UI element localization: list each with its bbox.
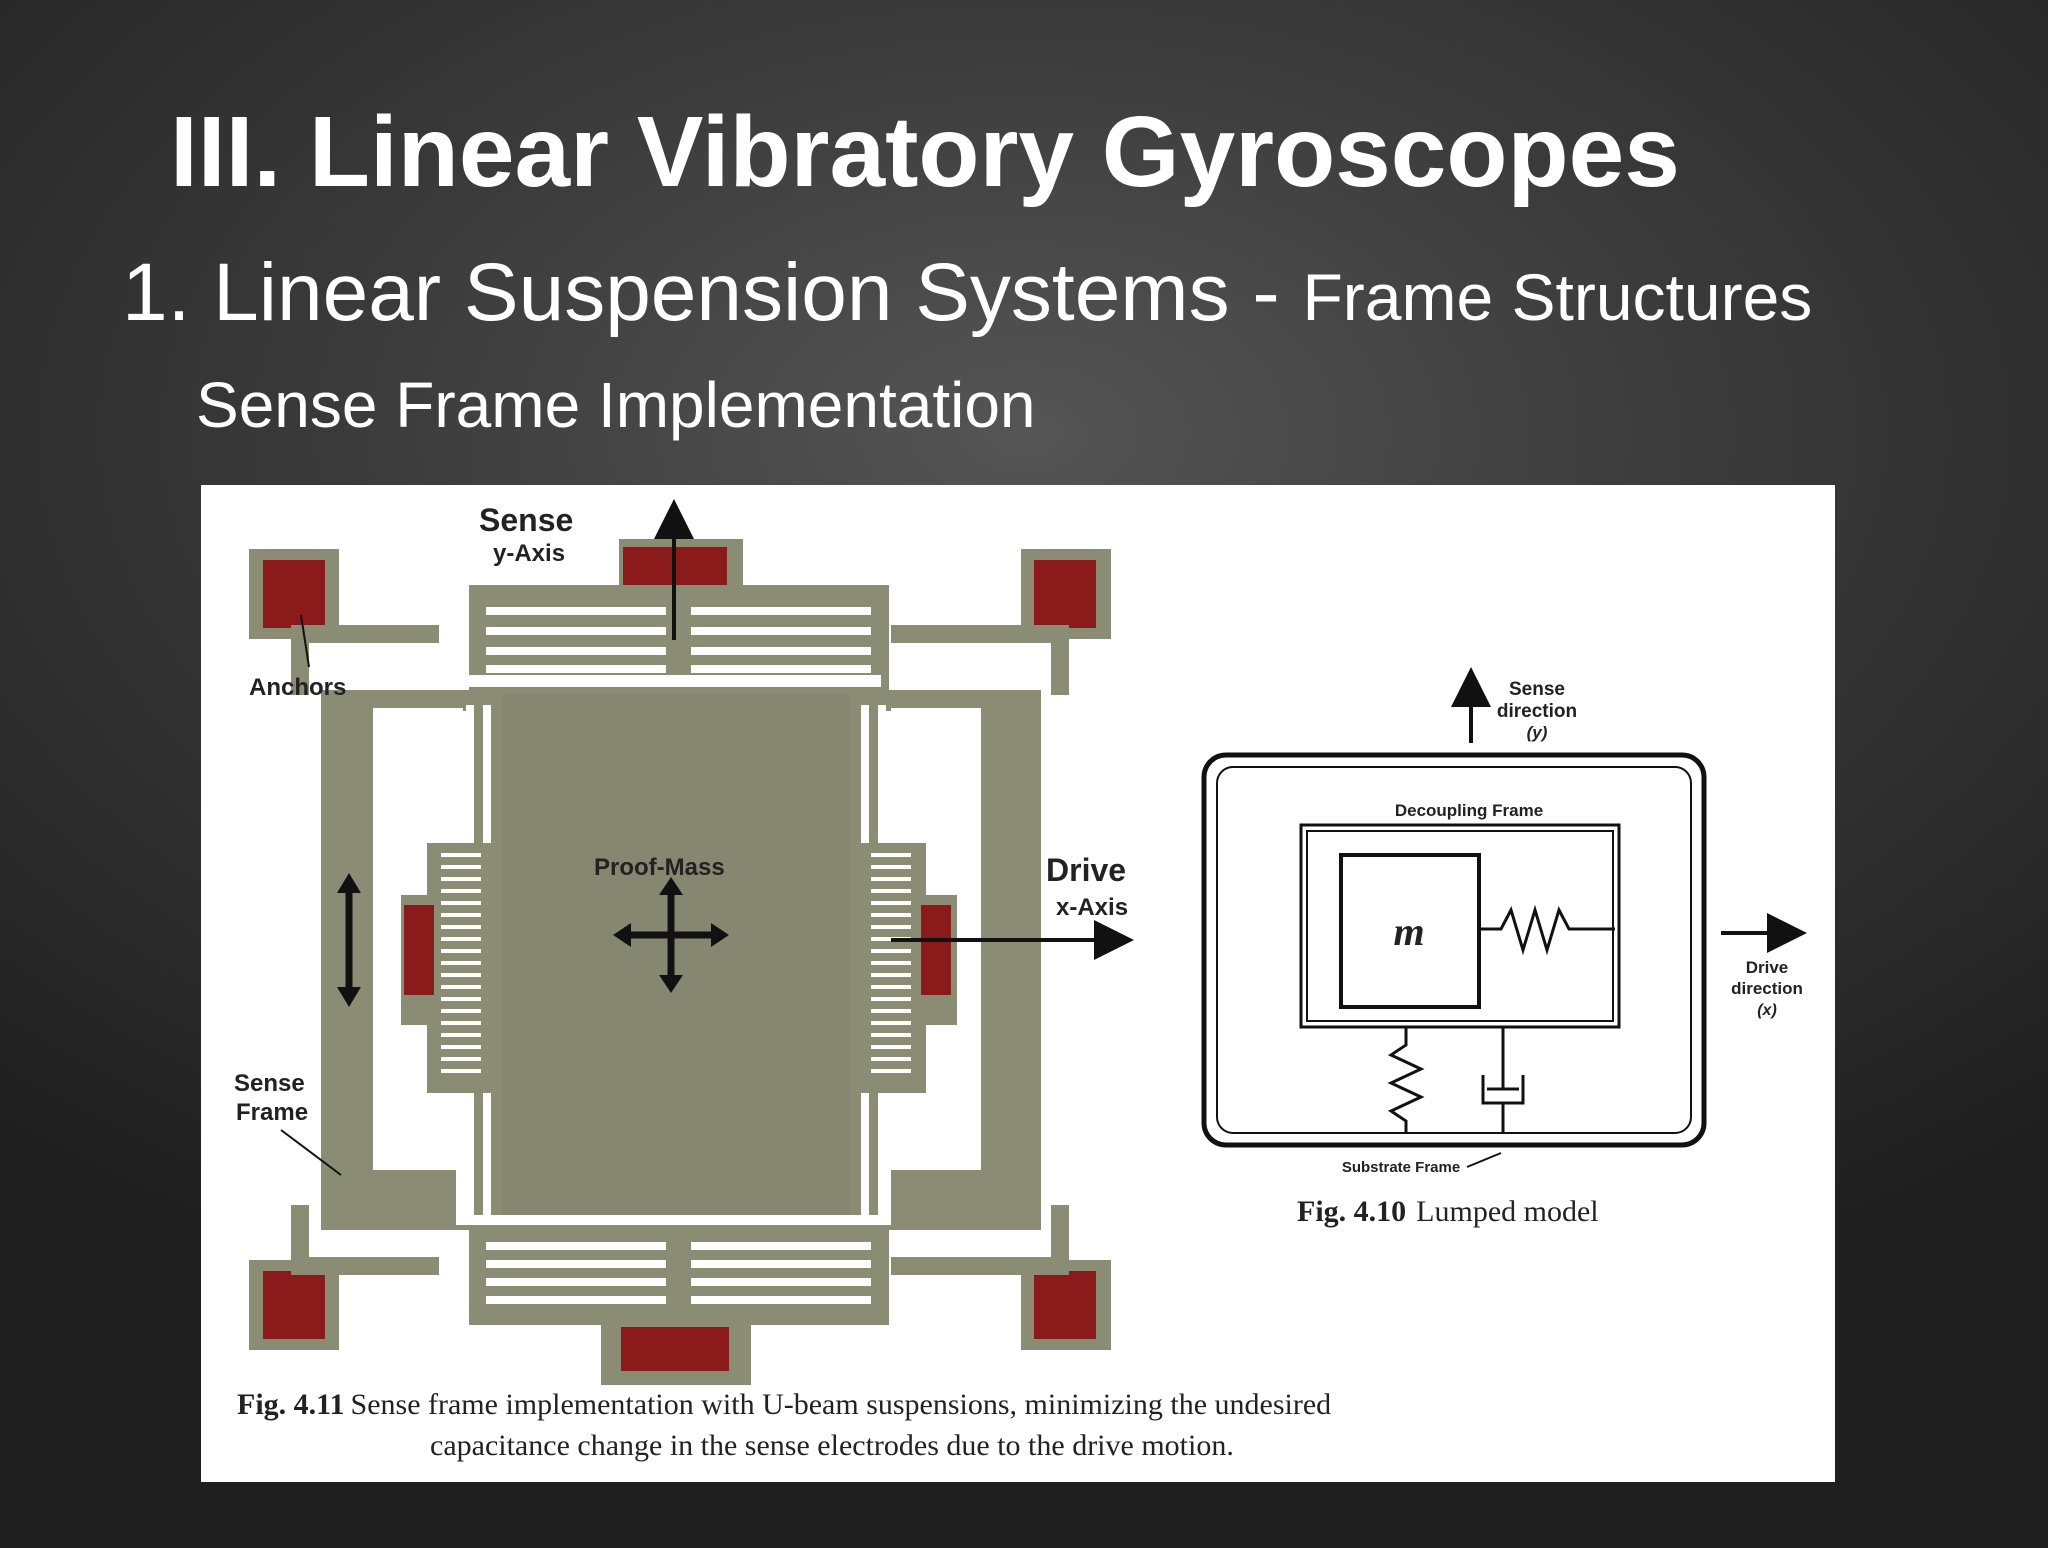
lumped-model-diagram: Sense direction (y) Decoupling Frame Dri… — [1201, 667, 1807, 1176]
anchor-top-right — [1021, 549, 1111, 639]
lumped-caption-number: Fig. 4.10 — [1297, 1195, 1407, 1228]
figure-panel: Sense y-Axis Anchors Proof-Mass Drive x-… — [201, 485, 1835, 1482]
sense-frame-caption-line1: Sense frame implementation with U-beam s… — [350, 1388, 1332, 1421]
anchors-leader — [300, 614, 310, 668]
corner-beams — [291, 625, 1069, 1275]
subtitle-main: 1. Linear Suspension Systems - — [122, 247, 1303, 338]
anchor-top-left — [249, 549, 339, 639]
top-sense-suspension — [469, 539, 889, 690]
label-drive: Drive — [1046, 852, 1126, 888]
figure-diagrams: Sense y-Axis Anchors Proof-Mass Drive x-… — [234, 499, 1807, 1385]
label-proof-mass: Proof-Mass — [594, 854, 725, 881]
label-sense-direction-1: Sense — [1509, 679, 1565, 700]
slide-subtitle: 1. Linear Suspension Systems - Frame Str… — [122, 247, 1813, 338]
label-sense-direction-3: (y) — [1527, 723, 1548, 742]
sense-frame-motion-arrow — [337, 873, 361, 1007]
sense-frame-caption-line2: capacitance change in the sense electrod… — [430, 1428, 1234, 1462]
label-sense-frame-1: Sense — [234, 1070, 305, 1097]
proof-mass-motion-arrow — [613, 877, 729, 993]
drive-spring — [1479, 904, 1615, 956]
label-sense-direction-2: direction — [1497, 701, 1577, 722]
mass-block — [1339, 853, 1481, 1009]
label-substrate-frame: Substrate Frame — [1342, 1159, 1460, 1176]
sense-frame-diagram: Sense y-Axis Anchors Proof-Mass Drive x-… — [234, 499, 1134, 1385]
label-drive-direction-1: Drive — [1746, 958, 1789, 977]
slide-subsubtitle: Sense Frame Implementation — [196, 369, 1036, 441]
lumped-model-caption: Fig. 4.10 Lumped model — [1297, 1195, 1599, 1229]
label-drive-direction-3: (x) — [1757, 1002, 1777, 1019]
slide-title: III. Linear Vibratory Gyroscopes — [170, 96, 1680, 208]
proof-mass — [466, 695, 886, 1215]
label-anchors: Anchors — [249, 674, 346, 701]
decoupling-frame — [1299, 823, 1621, 1029]
label-decoupling-frame: Decoupling Frame — [1395, 801, 1543, 820]
left-sense-electrode — [401, 843, 497, 1093]
sense-spring — [1387, 1027, 1425, 1133]
label-y-axis: y-Axis — [493, 540, 565, 567]
sense-frame-leader — [280, 1129, 342, 1176]
lumped-caption-text: Lumped model — [1416, 1195, 1599, 1228]
label-sense-frame-2: Frame — [236, 1099, 308, 1126]
substrate-frame-leader — [1466, 1152, 1502, 1168]
right-sense-electrode — [856, 843, 957, 1093]
label-drive-direction-2: direction — [1731, 979, 1803, 998]
label-sense: Sense — [479, 502, 573, 538]
damper — [1481, 1027, 1525, 1133]
sense-frame-caption-number: Fig. 4.11 — [237, 1388, 345, 1421]
bottom-sense-suspension — [469, 1225, 889, 1385]
label-x-axis: x-Axis — [1056, 894, 1128, 921]
subtitle-small: Frame Structures — [1302, 260, 1813, 334]
label-mass: m — [1393, 909, 1424, 954]
